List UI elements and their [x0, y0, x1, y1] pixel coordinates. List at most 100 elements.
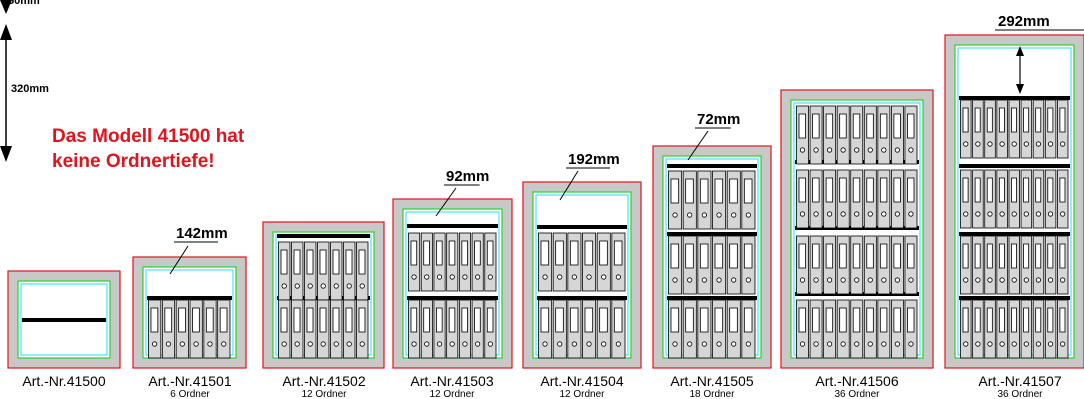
binder-label-field: [486, 240, 494, 266]
binder-label-field: [729, 178, 738, 204]
binder-ring-hole: [999, 341, 1005, 347]
depth-leader: [687, 130, 709, 161]
binder-ring-hole: [1060, 211, 1066, 217]
binder-ring-hole: [731, 277, 737, 283]
binder-label-field: [907, 113, 915, 139]
article-number: Art.-Nr.41504: [540, 373, 623, 389]
binder-label-field: [986, 307, 993, 333]
binder-ring-hole: [462, 341, 468, 347]
binder-label-field: [798, 307, 806, 333]
binder-ring-hole: [333, 283, 339, 289]
binder-ring-hole: [152, 341, 158, 347]
binder-ring-hole: [908, 277, 914, 283]
binder-ring-hole: [411, 341, 417, 347]
binder-label-field: [798, 113, 806, 139]
binder-ring-hole: [881, 277, 887, 283]
binder-label-field: [685, 178, 694, 204]
binder-label-field: [852, 243, 861, 269]
binder-label-field: [986, 107, 993, 133]
binder-label-field: [879, 177, 888, 203]
shelf: [22, 318, 106, 322]
binder-ring-hole: [854, 277, 860, 283]
shelf: [667, 164, 757, 168]
binder-label-field: [540, 307, 550, 333]
binder-ring-hole: [731, 212, 737, 218]
binder-ring-hole: [999, 141, 1005, 147]
binder-label-field: [699, 243, 709, 269]
article-number: Art.-Nr.41507: [978, 373, 1061, 389]
binder-ring-hole: [1035, 341, 1042, 347]
depth-leader: [435, 187, 457, 217]
note-text: Das Modell 41500 hat keine Ordnertiefe!: [52, 126, 245, 172]
binder-label-field: [974, 243, 981, 269]
shelf: [959, 232, 1070, 236]
binder-ring-hole: [1047, 141, 1054, 147]
binder-label-field: [555, 307, 564, 333]
depth-label: 142mm: [176, 225, 228, 242]
binder-ring-hole: [854, 211, 860, 217]
binder-label-field: [150, 307, 159, 333]
binder-ring-hole: [487, 341, 493, 347]
binder-ring-hole: [881, 211, 887, 217]
binder-label-field: [974, 107, 981, 133]
shelf: [407, 224, 498, 228]
binder-ring-hole: [813, 341, 819, 347]
binder-label-field: [1023, 243, 1030, 269]
binder-ring-hole: [672, 277, 678, 283]
binder-ring-hole: [826, 341, 833, 347]
binder-label-field: [613, 307, 623, 333]
article-number: Art.-Nr.41503: [410, 373, 493, 389]
binder-ring-hole: [987, 211, 993, 217]
binder-label-field: [358, 249, 366, 275]
binder-label-field: [332, 307, 340, 333]
binder-label-field: [699, 307, 709, 333]
binder-ring-hole: [571, 341, 577, 347]
binder-label-field: [332, 249, 340, 275]
binder-ring-hole: [687, 277, 693, 283]
binder-label-field: [474, 307, 481, 333]
binder-ring-hole: [975, 141, 981, 147]
binder-ring-hole: [207, 341, 213, 347]
binder-label-field: [178, 307, 186, 333]
binder-ring-hole: [799, 211, 806, 217]
binder-ring-hole: [1023, 141, 1029, 147]
safe-interior-line: [535, 194, 629, 356]
binder-label-field: [461, 307, 468, 333]
binder-ring-hole: [193, 341, 199, 347]
binder-label-field: [1035, 243, 1042, 269]
binder-ring-hole: [1011, 211, 1017, 217]
note-line-1: Das Modell 41500 hat: [52, 126, 245, 147]
binder-label-field: [893, 243, 901, 269]
binder-ring-hole: [424, 274, 430, 280]
binder-label-field: [743, 243, 753, 269]
binder-label-field: [219, 307, 228, 333]
binder-label-field: [410, 307, 418, 333]
binder-ring-hole: [987, 341, 993, 347]
binder-label-field: [729, 307, 738, 333]
binder-ring-hole: [179, 341, 185, 347]
binder-label-field: [839, 113, 847, 139]
binder-ring-hole: [1035, 277, 1042, 283]
binder-label-field: [798, 177, 806, 203]
binder-ring-hole: [867, 277, 873, 283]
binder-ring-hole: [475, 341, 481, 347]
binder-label-field: [714, 178, 724, 204]
binder-ring-hole: [1060, 277, 1066, 283]
binder-ring-hole: [881, 341, 887, 347]
binder-ring-hole: [1047, 277, 1054, 283]
binder-label-field: [962, 243, 969, 269]
binder-ring-hole: [745, 341, 751, 347]
binder-ring-hole: [436, 274, 443, 280]
binder-ring-hole: [586, 274, 592, 280]
binder-label-field: [1023, 307, 1030, 333]
binder-ring-hole: [881, 147, 887, 153]
binder-ring-hole: [813, 147, 819, 153]
binder-ring-hole: [615, 341, 621, 347]
binder-label-field: [280, 249, 288, 275]
binder-ring-hole: [894, 341, 900, 347]
ordner-count: 12 Ordner: [559, 389, 605, 399]
binder-ring-hole: [975, 277, 981, 283]
binder-ring-hole: [542, 341, 548, 347]
